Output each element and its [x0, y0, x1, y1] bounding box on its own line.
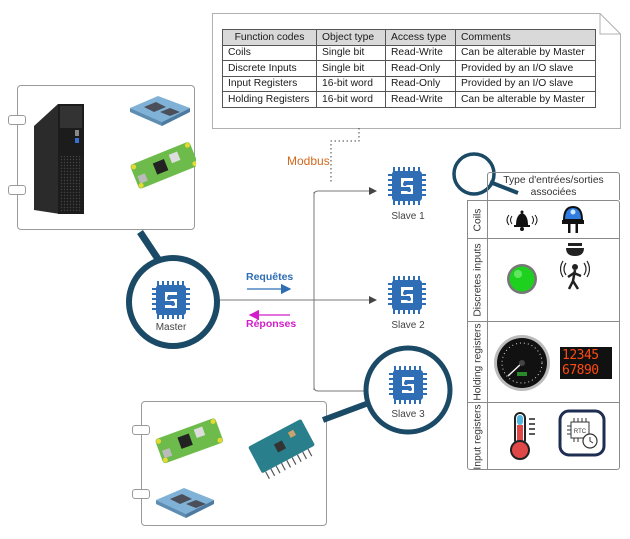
io-row-coils: Coils: [468, 201, 619, 238]
io-panel-body: Coils Discretes inputs Holding: [467, 200, 620, 470]
sbc-board-icon: [130, 96, 190, 126]
cell: 16-bit word: [316, 91, 386, 108]
slave1-chip-icon: [388, 167, 426, 205]
raspberry-pi-zero-icon: [130, 142, 198, 189]
slave3-label: Slave 3: [391, 409, 425, 420]
alarm-bell-icon: [506, 210, 538, 231]
beacon-light-icon: [562, 205, 584, 233]
modbus-link-line: [330, 128, 360, 183]
motion-sensor-icon: [560, 243, 590, 290]
master-label: Master: [155, 322, 187, 333]
thermometer-icon: [510, 412, 535, 460]
io-row-label: Input registers: [472, 403, 483, 470]
sbc-board-icon: [156, 488, 214, 518]
slave1-magnifier-ring: [452, 152, 496, 196]
function-codes-note: Function codes Object type Access type C…: [212, 13, 621, 129]
master-chip-icon: [152, 281, 190, 319]
rtc-clock-icon: RTC: [558, 409, 606, 457]
slave3-magnifier-handle: [321, 401, 368, 423]
speedometer-icon: [494, 335, 550, 391]
green-indicator-icon: [507, 264, 537, 294]
arduino-mini-icon: [248, 419, 315, 479]
card-tab: [8, 185, 26, 195]
io-row-discrete-inputs: Discretes inputs: [468, 238, 619, 321]
modbus-label: Modbus: [287, 154, 330, 168]
svg-text:RTC: RTC: [574, 429, 587, 435]
seven-segment-display-icon: 12345 67890: [560, 347, 612, 379]
function-codes-table: Function codes Object type Access type C…: [222, 29, 596, 108]
slave2-chip-icon: [388, 276, 426, 314]
slave3-chip-icon: [389, 366, 427, 404]
master-magnifier-handle: [137, 230, 163, 264]
display-line-1: 12345: [562, 348, 599, 363]
io-types-panel: Type d'entrées/sorties associées Coils D…: [467, 172, 620, 470]
cell: Read-Write: [385, 91, 456, 108]
slave-hardware-images: [155, 418, 315, 518]
desktop-pc-icon: [34, 104, 84, 214]
io-row-label: Discretes inputs: [472, 243, 483, 317]
io-panel-title: Type d'entrées/sorties associées: [487, 172, 620, 200]
requests-label: Requêtes: [246, 271, 294, 283]
card-tab: [132, 425, 150, 435]
table-row: Holding Registers 16-bit word Read-Write…: [222, 91, 596, 108]
master-hardware-images: [34, 96, 198, 214]
slave1-magnifier-handle: [489, 180, 519, 195]
responses-label: Réponses: [246, 318, 297, 330]
io-row-label: Coils: [472, 208, 483, 231]
slave2-label: Slave 2: [391, 320, 425, 331]
slave1-label: Slave 1: [391, 211, 425, 222]
table-row: Input Registers 16-bit word Read-Only Pr…: [222, 75, 596, 92]
display-line-2: 67890: [562, 363, 599, 378]
card-tab: [8, 115, 26, 125]
cell: Can be alterable by Master: [455, 91, 596, 108]
io-row-input-registers: Input registers RTC: [468, 402, 619, 470]
raspberry-pi-zero-icon: [155, 418, 223, 464]
io-row-label: Holding registers: [472, 323, 483, 401]
slave-hardware-card: [141, 401, 327, 526]
master-hardware-card: [17, 85, 198, 230]
card-tab: [132, 489, 150, 499]
io-row-holding-registers: Holding registers 12345 67890: [468, 321, 619, 402]
